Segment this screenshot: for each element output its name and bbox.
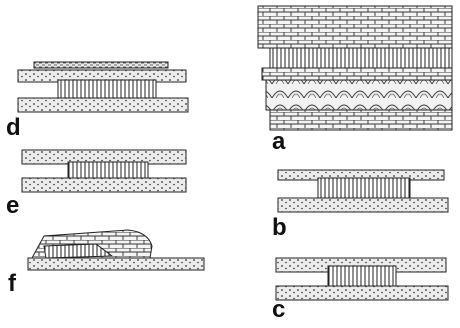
panel-a-layer-brick-top: [257, 5, 453, 49]
panel-c-layers: [275, 257, 449, 301]
panel-a-layer-arches: [265, 79, 453, 111]
panel-c-lower-bed: [275, 285, 449, 301]
panel-label-d: d: [6, 114, 21, 141]
panel-d-top-thin: [33, 61, 169, 69]
panel-b-layers: [277, 169, 449, 213]
panel-label-f: f: [8, 270, 16, 297]
panel-b-lens: [317, 177, 411, 201]
panel-e-lens: [67, 161, 149, 181]
panel-e-lower-bed: [21, 177, 187, 193]
panel-a-layers: [257, 5, 453, 131]
panel-label-e: e: [6, 192, 20, 219]
panel-d-lens: [57, 79, 157, 101]
panel-f-lens: [43, 243, 114, 259]
panel-a-layer-columnar: [269, 47, 453, 69]
panel-label-a: a: [272, 128, 286, 155]
panel-a-layer-brick-mid: [261, 67, 453, 81]
panel-f-layers: [27, 229, 205, 271]
panel-c-lens: [327, 265, 397, 289]
panel-a-layer-brick-base: [269, 109, 453, 131]
panel-f-base-bed: [27, 257, 205, 271]
panel-d-lower-bed: [17, 97, 189, 113]
panel-d-layers: [17, 61, 189, 113]
panel-label-b: b: [272, 214, 287, 241]
panel-label-c: c: [272, 296, 286, 323]
panel-b-lower-bed: [277, 197, 449, 213]
panel-e-layers: [21, 149, 187, 193]
